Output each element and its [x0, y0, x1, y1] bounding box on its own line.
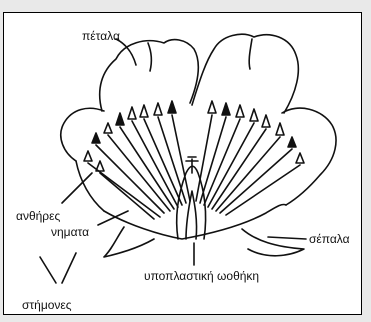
diagram-frame: πέταλα ανθήρες νηματα σέπαλα υποπλαστική… — [3, 12, 362, 315]
leader-filaments — [98, 211, 128, 225]
petal-left-lower — [76, 161, 104, 211]
petal-back-right-notch — [249, 39, 252, 69]
petal-right — [282, 108, 336, 205]
receptacle-inner — [186, 191, 197, 239]
sepal-right — [242, 229, 304, 256]
label-sepals: σέπαλα — [309, 232, 350, 246]
label-stamens: στήμονες — [22, 298, 72, 312]
leader-stamens-left — [40, 257, 56, 283]
leader-stamens-right — [62, 253, 76, 283]
label-petals: πέταλα — [82, 29, 120, 43]
leader-anthers — [62, 173, 92, 203]
label-receptacle: υποπλαστική ωοθήκη — [144, 269, 259, 283]
label-anthers: ανθήρες — [16, 209, 60, 223]
label-filaments: νηματα — [51, 225, 89, 239]
petal-back-right — [192, 34, 298, 113]
petal-back-left — [100, 40, 199, 111]
sepal-left — [104, 227, 154, 257]
petal-back-left-notch — [148, 43, 151, 71]
leader-sepals — [268, 237, 306, 239]
